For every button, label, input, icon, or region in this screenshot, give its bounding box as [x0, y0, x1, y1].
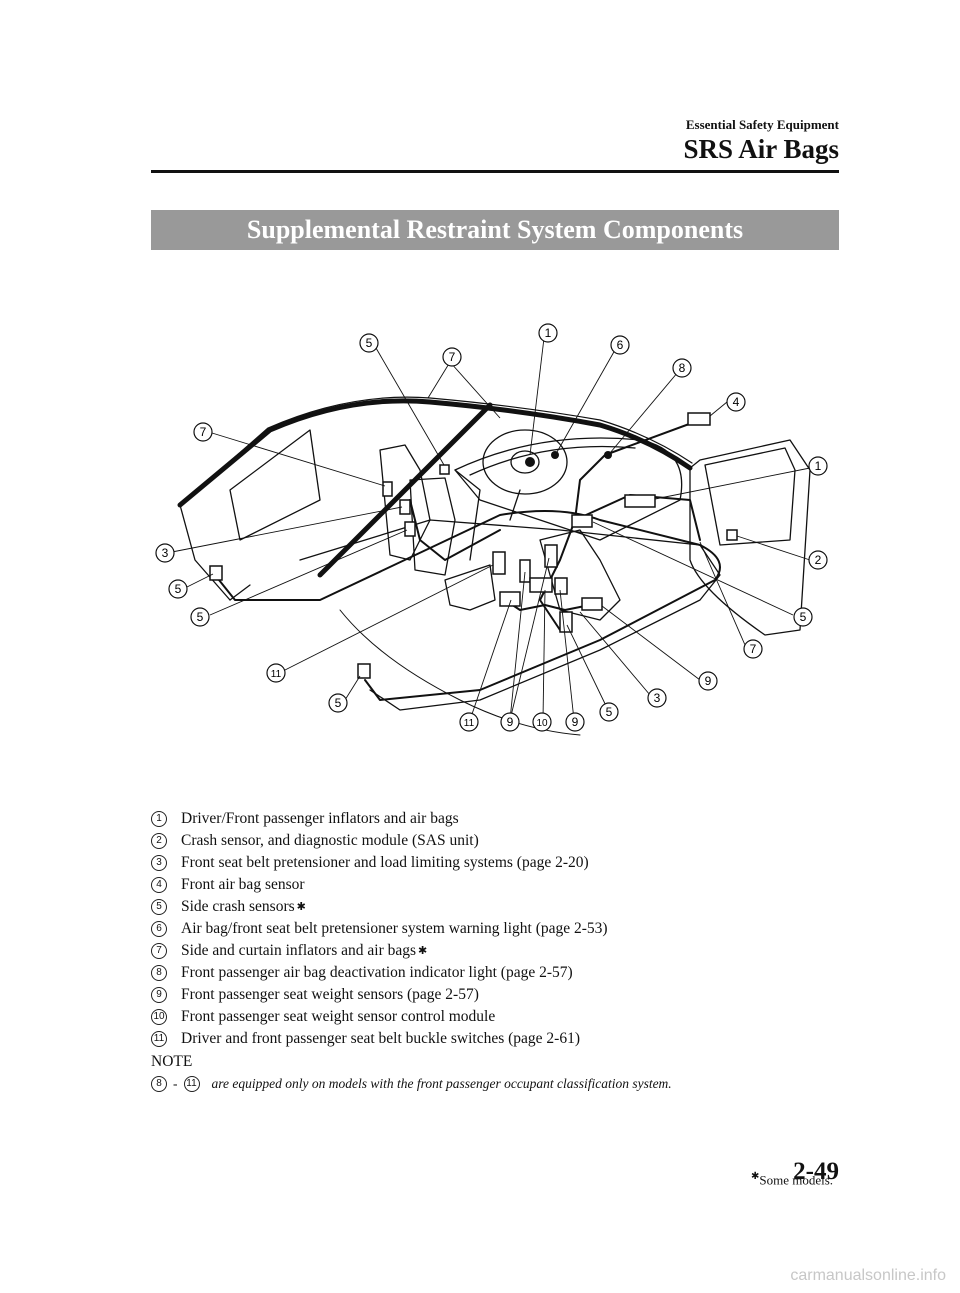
watermark: carmanualsonline.info: [790, 1267, 946, 1285]
callout-9: 9: [566, 713, 584, 731]
legend-text: Front passenger seat weight sensor contr…: [181, 1006, 495, 1028]
callout-label: 5: [606, 705, 613, 719]
legend-item: 5 Side crash sensors✱: [151, 896, 851, 918]
callout-label: 8: [679, 361, 686, 375]
note-line: 8 - 11 are equipped only on models with …: [151, 1076, 672, 1092]
diagram-callouts: 5 7 1 6 8 4 7 1 3 5 5 5 2 7 9 3 11 5 11 9 10 9 5: [156, 324, 827, 731]
item-number-badge: 8: [151, 965, 167, 981]
item-number-badge: 9: [151, 987, 167, 1003]
item-number-badge: 4: [151, 877, 167, 893]
note-heading: NOTE: [151, 1053, 192, 1071]
section-title: Essential Safety Equipment: [686, 117, 839, 133]
item-number-badge: 10: [151, 1009, 167, 1025]
legend-text: Crash sensor, and diagnostic module (SAS…: [181, 830, 479, 852]
callout-9: 9: [501, 713, 519, 731]
legend-item: 8 Front passenger air bag deactivation in…: [151, 962, 851, 984]
legend-item: 7 Side and curtain inflators and air bags…: [151, 940, 851, 962]
callout-label: 5: [335, 696, 342, 710]
item-number-badge: 1: [151, 811, 167, 827]
callout-label: 9: [572, 715, 579, 729]
some-models-star-icon: ✱: [418, 940, 427, 962]
legend-item: 6 Air bag/front seat belt pretensioner sy…: [151, 918, 851, 940]
item-number-badge: 5: [151, 899, 167, 915]
legend-item: 2 Crash sensor, and diagnostic module (SA…: [151, 830, 851, 852]
callout-label: 9: [705, 674, 712, 688]
legend-text: Side crash sensors: [181, 896, 295, 918]
legend-item: 3 Front seat belt pretensioner and load l…: [151, 852, 851, 874]
legend-item: 4 Front air bag sensor: [151, 874, 851, 896]
callout-9: 9: [699, 672, 717, 690]
legend-text: Driver/Front passenger inflators and air…: [181, 808, 459, 830]
callout-label: 7: [449, 350, 456, 364]
callout-label: 11: [271, 669, 282, 680]
callout-1: 1: [809, 457, 827, 475]
header-rule: [151, 170, 839, 173]
callout-5: 5: [600, 703, 618, 721]
legend-item: 9 Front passenger seat weight sensors (pa…: [151, 984, 851, 1006]
callout-8: 8: [673, 359, 691, 377]
item-number-badge: 2: [151, 833, 167, 849]
callout-label: 11: [464, 718, 475, 729]
banner-title: Supplemental Restraint System Components: [247, 215, 743, 245]
legend-text: Front air bag sensor: [181, 874, 305, 896]
callout-11: 11: [460, 713, 478, 731]
callout-label: 5: [366, 336, 373, 350]
callout-label: 1: [545, 326, 552, 340]
legend-text: Driver and front passenger seat belt buc…: [181, 1028, 580, 1050]
legend-text: Side and curtain inflators and air bags: [181, 940, 416, 962]
callout-11: 11: [267, 664, 285, 682]
note-dash: -: [173, 1076, 178, 1092]
section-banner: Supplemental Restraint System Components: [151, 210, 839, 250]
callout-7: 7: [194, 423, 212, 441]
callout-10: 10: [533, 713, 551, 731]
callout-7: 7: [443, 348, 461, 366]
legend-item: 10 Front passenger seat weight sensor con…: [151, 1006, 851, 1028]
srs-components-diagram: 5 7 1 6 8 4 7 1 3 5 5 5 2 7 9 3 11 5 11 9 10 9 5: [150, 300, 840, 760]
callout-label: 5: [800, 610, 807, 624]
item-number-badge: 7: [151, 943, 167, 959]
callout-label: 1: [815, 459, 822, 473]
callout-label: 6: [617, 338, 624, 352]
callout-label: 3: [162, 546, 169, 560]
component-legend: 1 Driver/Front passenger inflators and ai…: [151, 808, 851, 1050]
callout-7: 7: [744, 640, 762, 658]
callout-label: 9: [507, 715, 514, 729]
note-to-badge: 11: [184, 1076, 200, 1092]
callout-5: 5: [360, 334, 378, 352]
page-number: 2-49: [793, 1158, 839, 1186]
callout-6: 6: [611, 336, 629, 354]
callout-label: 5: [175, 582, 182, 596]
legend-text: Front seat belt pretensioner and load li…: [181, 852, 589, 874]
chapter-title: SRS Air Bags: [683, 134, 839, 165]
callout-label: 5: [197, 610, 204, 624]
callout-1: 1: [539, 324, 557, 342]
callout-5: 5: [169, 580, 187, 598]
callout-label: 7: [200, 425, 207, 439]
item-number-badge: 11: [151, 1031, 167, 1047]
legend-item: 11 Driver and front passenger seat belt b…: [151, 1028, 851, 1050]
note-text: are equipped only on models with the fro…: [212, 1076, 672, 1092]
legend-text: Front passenger air bag deactivation ind…: [181, 962, 573, 984]
item-number-badge: 6: [151, 921, 167, 937]
callout-5: 5: [794, 608, 812, 626]
callout-5: 5: [329, 694, 347, 712]
callout-label: 3: [654, 691, 661, 705]
callout-label: 2: [815, 553, 822, 567]
legend-text: Air bag/front seat belt pretensioner sys…: [181, 918, 608, 940]
callout-label: 10: [536, 718, 548, 729]
some-models-star-icon: ✱: [297, 896, 306, 918]
callout-5: 5: [191, 608, 209, 626]
callout-3: 3: [648, 689, 666, 707]
callout-label: 4: [733, 395, 740, 409]
callout-3: 3: [156, 544, 174, 562]
legend-item: 1 Driver/Front passenger inflators and ai…: [151, 808, 851, 830]
item-number-badge: 3: [151, 855, 167, 871]
note-from-badge: 8: [151, 1076, 167, 1092]
callout-label: 7: [750, 642, 757, 656]
callout-2: 2: [809, 551, 827, 569]
legend-text: Front passenger seat weight sensors (pag…: [181, 984, 479, 1006]
callout-4: 4: [727, 393, 745, 411]
